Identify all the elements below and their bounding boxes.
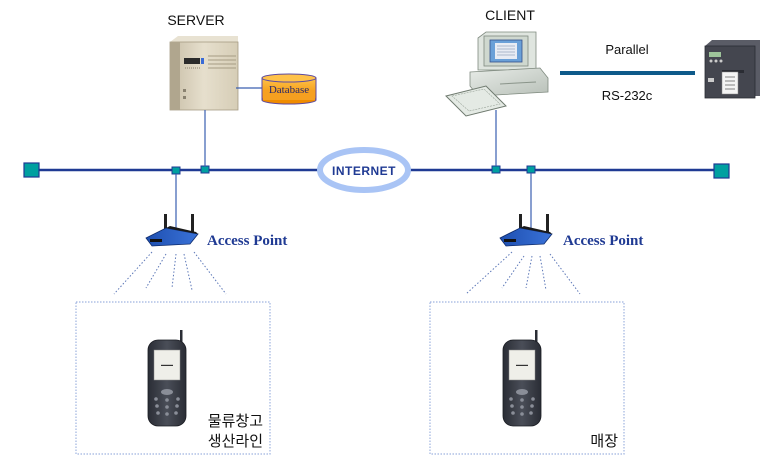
ap1-signal-lines: [113, 251, 227, 295]
internet-label: INTERNET: [332, 164, 396, 178]
router-icon: [499, 214, 553, 247]
router-icon: [145, 214, 199, 247]
zone-1-label-line-1: 물류창고: [208, 413, 263, 430]
server-icon: [169, 36, 239, 111]
zone-store: ▬▬▬ 매장: [429, 301, 625, 455]
server-label: SERVER: [167, 12, 224, 28]
bus-node-ap1: [171, 166, 181, 175]
zone-1-label-line-2: 생산라인: [208, 433, 263, 450]
svg-text:▬▬▬: ▬▬▬: [161, 362, 173, 367]
printer-icon: [704, 40, 760, 99]
svg-text:▬▬▬: ▬▬▬: [516, 362, 528, 367]
bus-node-ap2: [526, 165, 536, 174]
ap1-label: Access Point: [207, 233, 287, 249]
zone-1-border: [75, 301, 271, 455]
mobile-terminal-icon: ▬▬▬: [147, 330, 187, 427]
bus-terminator-right: [713, 163, 730, 179]
access-point-1: Access Point: [113, 174, 287, 295]
bus-node-client: [491, 165, 501, 174]
printer-link-bottom-label: RS-232c: [602, 88, 653, 103]
database-label: Database: [269, 84, 309, 96]
ap2-label: Access Point: [563, 233, 643, 249]
bus-terminator-left: [23, 162, 40, 178]
client-label: CLIENT: [485, 7, 535, 23]
bus-node-server: [200, 165, 210, 174]
internet-ring: [317, 147, 411, 193]
client-group: CLIENT: [445, 7, 549, 166]
printer-link-group: Parallel RS-232c: [560, 40, 760, 103]
ap2-signal-lines: [465, 251, 581, 295]
mobile-terminal-icon: ▬▬▬: [502, 330, 542, 427]
client-pc-icon: [445, 31, 549, 117]
zone-warehouse: ▬▬▬ 물류창고 생산라인: [75, 301, 271, 455]
printer-link-top-label: Parallel: [605, 42, 648, 57]
zone-2-label-line-1: 매장: [590, 433, 618, 450]
zone-2-border: [429, 301, 625, 455]
internet-node: INTERNET: [317, 147, 411, 193]
server-group: SERVER Database: [167, 12, 317, 167]
database-icon: Database: [261, 73, 317, 105]
access-point-2: Access Point: [465, 173, 643, 295]
